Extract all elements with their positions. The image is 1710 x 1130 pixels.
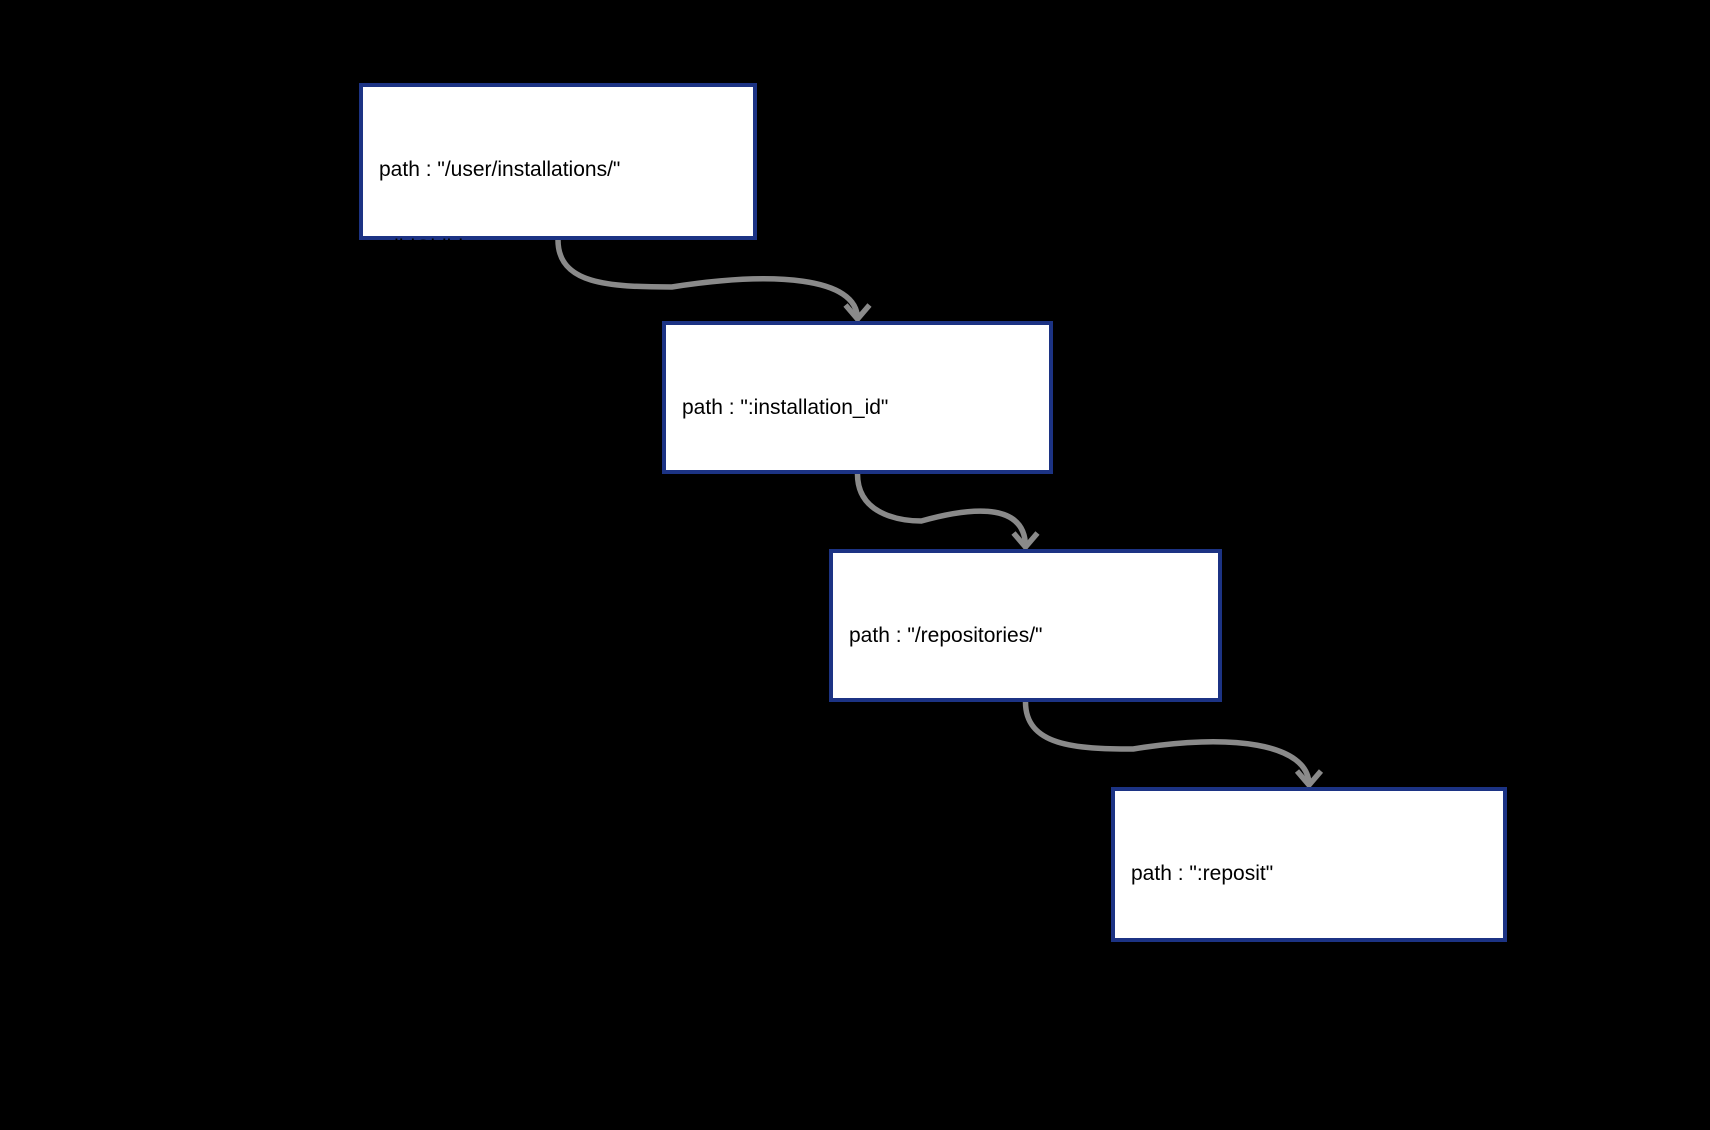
node-ntype-line: nType: default: [849, 780, 981, 803]
node-indices-line: indices: "": [849, 858, 941, 881]
node-ntype-line: nType: param: [682, 552, 811, 575]
node-indices-line: indices: "": [1131, 1096, 1223, 1119]
node-path-line: path : ":installation_id": [682, 396, 889, 419]
node-indices-line: indices: "": [379, 392, 471, 415]
node-wildchild-line: wildChild: false: [682, 474, 823, 497]
node-wildchild-line: wildChild: false: [1131, 940, 1272, 963]
node-indices-line: indices: "": [682, 630, 774, 653]
node-wildchild-line: wildChild: true: [849, 702, 981, 725]
node-installation-id: path : ":installation_id" wildChild: fal…: [662, 321, 1053, 653]
node-wildchild-line: wildChild: true: [379, 236, 511, 259]
node-ntype-line: nType: root: [379, 314, 485, 337]
node-path-line: path : "/repositories/": [849, 624, 1043, 647]
node-repositories: path : "/repositories/" wildChild: true …: [829, 549, 1222, 881]
node-ntype-line: nType: param: [1131, 1018, 1260, 1041]
node-path-line: path : ":reposit": [1131, 862, 1274, 885]
node-path-line: path : "/user/installations/": [379, 158, 621, 181]
node-reposit: path : ":reposit" wildChild: false nType…: [1111, 787, 1507, 1119]
node-user-installations: path : "/user/installations/" wildChild:…: [359, 83, 757, 415]
